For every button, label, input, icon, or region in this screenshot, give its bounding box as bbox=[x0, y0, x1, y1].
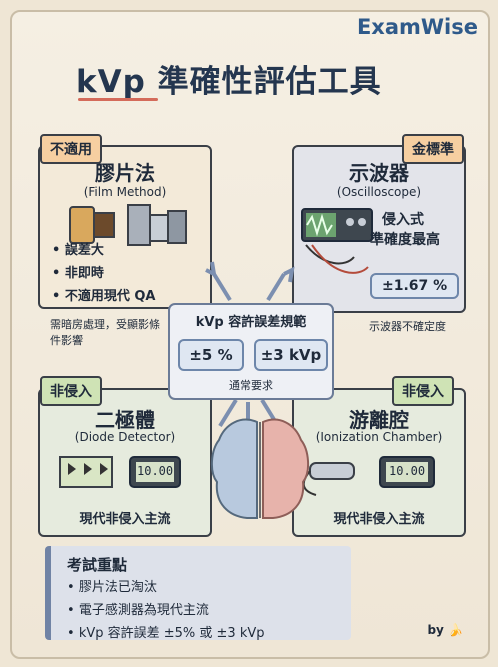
tolerance-foot: 通常要求 bbox=[229, 379, 273, 392]
card-diode: 二極體 (Diode Detector) 10.00 現代非侵入主流 bbox=[38, 388, 212, 537]
tolerance-title: kVp 容許誤差規範 bbox=[195, 315, 307, 330]
oscilloscope-title: 示波器 bbox=[349, 161, 409, 185]
diode-title: 二極體 bbox=[95, 408, 155, 432]
diode-tag: 非侵入 bbox=[40, 376, 102, 406]
summary-item: 膠片法已淘汰 bbox=[67, 576, 265, 595]
chamber-subtitle: (Ionization Chamber) bbox=[315, 430, 443, 444]
chamber-display: 10.00 bbox=[389, 464, 426, 478]
chamber-footer: 現代非侵入主流 bbox=[333, 512, 425, 527]
diode-footer: 現代非侵入主流 bbox=[79, 512, 171, 527]
brain-icon bbox=[211, 418, 309, 519]
tolerance-box: kVp 容許誤差規範 ±5 % ±3 kVp 通常要求 bbox=[168, 303, 334, 400]
oscilloscope-icon bbox=[301, 208, 373, 274]
byline: by 🍌 bbox=[427, 623, 463, 637]
card-chamber: 游離腔 (Ionization Chamber) 10.00 現代非侵入主流 bbox=[292, 388, 466, 537]
chamber-icon bbox=[302, 456, 435, 496]
film-subtitle: (Film Method) bbox=[83, 185, 167, 199]
film-bullet: 不適用現代 QA bbox=[52, 285, 156, 304]
title-underline bbox=[78, 98, 158, 101]
oscilloscope-tag: 金標準 bbox=[402, 134, 464, 164]
summary-item: 電子感測器為現代主流 bbox=[67, 599, 265, 618]
diode-subtitle: (Diode Detector) bbox=[74, 430, 176, 444]
film-bullet: 誤差大 bbox=[52, 239, 155, 258]
film-tag: 不適用 bbox=[40, 134, 102, 164]
summary-item: kVp 容許誤差 ±5% 或 ±3 kVp bbox=[67, 622, 265, 641]
film-note: 需暗房處理，受顯影條件影響 bbox=[50, 318, 160, 347]
chamber-tag: 非侵入 bbox=[392, 376, 454, 406]
oscilloscope-side-1: 侵入式 bbox=[382, 212, 424, 228]
oscilloscope-subtitle: (Oscilloscope) bbox=[336, 185, 422, 199]
card-oscilloscope: 示波器 (Oscilloscope) 侵入式 準確度最高 ±1.67 % bbox=[292, 145, 466, 313]
film-title: 膠片法 bbox=[95, 161, 155, 185]
summary-panel: 考試重點 膠片法已淘汰 電子感測器為現代主流 kVp 容許誤差 ±5% 或 ±3… bbox=[45, 546, 351, 641]
card-film: 膠片法 (Film Method) 誤差大 非即時 不適用現代 QA bbox=[38, 145, 212, 309]
brand-logo: ExamWise bbox=[356, 15, 478, 39]
page-title: kVp 準確性評估工具 bbox=[76, 64, 382, 100]
film-icon bbox=[69, 204, 187, 246]
chamber-title: 游離腔 bbox=[349, 408, 409, 432]
diode-display: 10.00 bbox=[137, 464, 174, 478]
oscilloscope-side-2: 準確度最高 bbox=[370, 232, 440, 248]
tolerance-percent: ±5 % bbox=[178, 339, 244, 371]
diode-icon bbox=[59, 456, 181, 488]
tolerance-kvp: ±3 kVp bbox=[254, 339, 328, 371]
oscilloscope-accuracy: ±1.67 % bbox=[370, 273, 460, 299]
summary-title: 考試重點 bbox=[67, 556, 128, 574]
film-bullet: 非即時 bbox=[52, 262, 155, 281]
oscilloscope-note: 示波器不確定度 bbox=[369, 320, 446, 333]
